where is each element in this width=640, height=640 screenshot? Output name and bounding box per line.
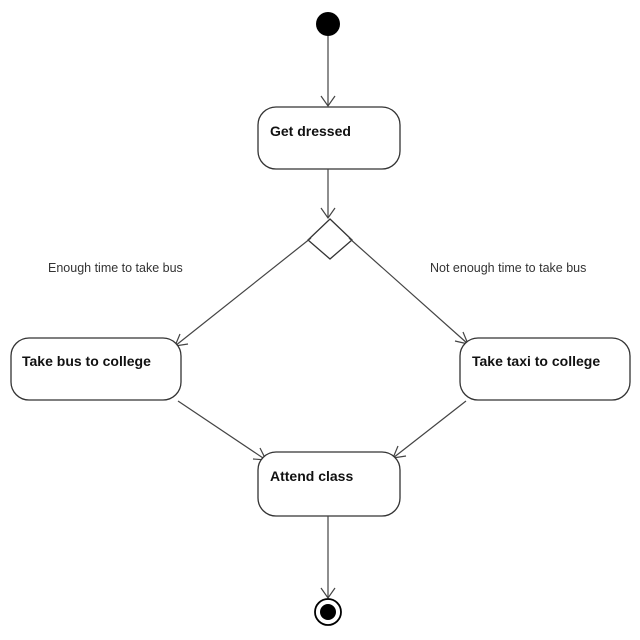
node-take-bus: Take bus to college bbox=[10, 337, 182, 401]
edge-start-to-get-dressed bbox=[320, 36, 336, 108]
edge-decision-to-take-taxi bbox=[348, 237, 470, 345]
edge-decision-to-take-bus bbox=[174, 237, 312, 347]
node-get-dressed: Get dressed bbox=[257, 106, 401, 170]
decision-node bbox=[307, 218, 353, 260]
initial-node bbox=[316, 12, 340, 36]
edge-take-bus-to-attend-class bbox=[177, 400, 268, 461]
final-node bbox=[314, 598, 342, 626]
node-attend-class-label: Attend class bbox=[270, 468, 353, 484]
node-take-taxi: Take taxi to college bbox=[459, 337, 631, 401]
edge-attend-class-to-final bbox=[320, 516, 336, 600]
guard-label-taxi: Not enough time to take bus bbox=[430, 261, 586, 275]
node-get-dressed-label: Get dressed bbox=[270, 123, 351, 139]
node-take-taxi-label: Take taxi to college bbox=[472, 353, 600, 369]
edge-get-dressed-to-decision bbox=[320, 169, 336, 220]
node-take-bus-label: Take bus to college bbox=[22, 353, 151, 369]
edge-take-taxi-to-attend-class bbox=[392, 400, 467, 459]
guard-label-bus: Enough time to take bus bbox=[48, 261, 183, 275]
node-attend-class: Attend class bbox=[257, 451, 401, 517]
